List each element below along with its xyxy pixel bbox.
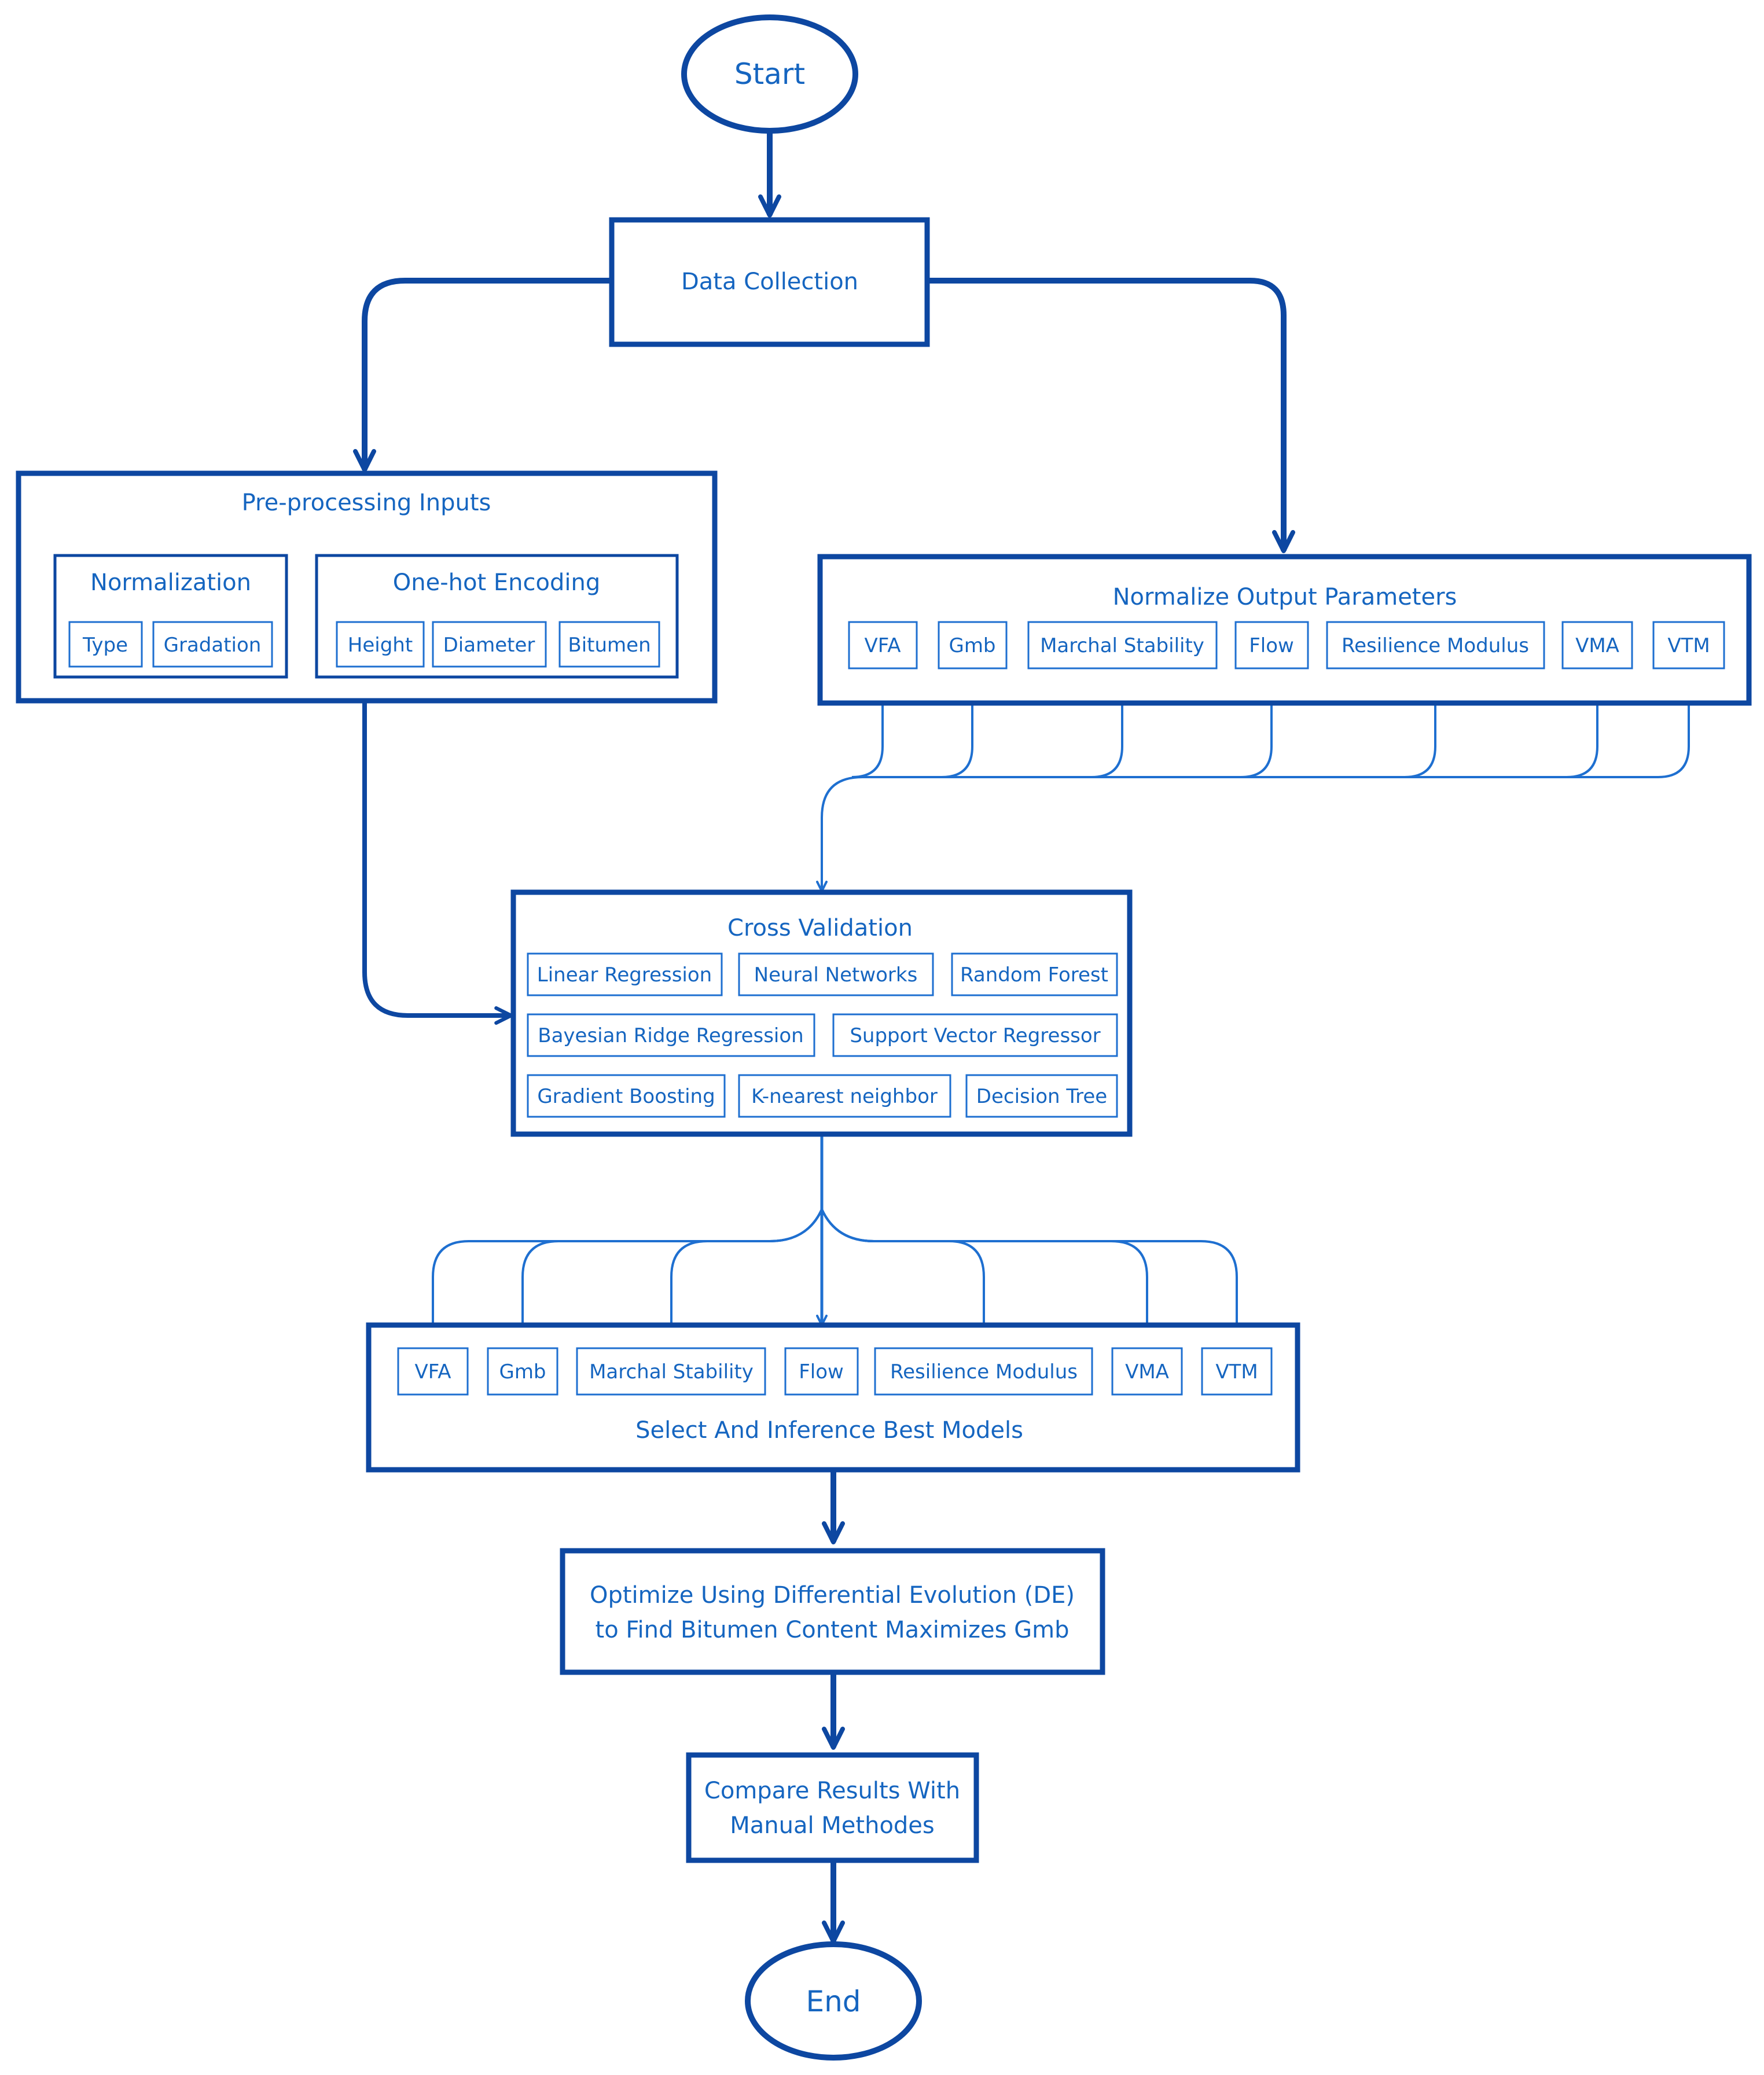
chip-diameter-label: Diameter [443, 634, 535, 657]
output-chip-marchal-stability-label: Marchal Stability [1040, 634, 1204, 657]
output-chip-vtm-label: VTM [1667, 634, 1710, 657]
best-chip-flow-label: Flow [799, 1360, 844, 1384]
select-best-box: VFA Gmb Marchal Stability Flow Resilienc… [366, 1322, 1300, 1473]
best-chip-gmb-label: Gmb [499, 1360, 546, 1384]
arrow-preprocessing-to-cross-validation [362, 703, 513, 1025]
output-chip-resilience-modulus-label: Resilience Modulus [1342, 634, 1529, 657]
model-chip-support-vector-regressor-label: Support Vector Regressor [850, 1024, 1100, 1047]
optimize-box: Optimize Using Differential Evolution (D… [560, 1548, 1105, 1675]
data-collection-box: Data Collection [609, 217, 930, 347]
start-node: Start [681, 14, 858, 134]
chip-height [336, 621, 425, 668]
model-chip-gradient-boosting-label: Gradient Boosting [537, 1085, 715, 1108]
chip-bitumen [558, 621, 660, 668]
model-chip-neural-networks [738, 952, 934, 996]
best-chip-vfa [397, 1347, 469, 1396]
model-chip-decision-tree-label: Decision Tree [976, 1085, 1107, 1108]
chip-type [68, 621, 143, 668]
output-merge-lines [816, 670, 1690, 892]
connectors [353, 133, 1690, 1944]
model-chip-gradient-boosting [527, 1074, 726, 1118]
best-chip-resilience-modulus-label: Resilience Modulus [890, 1360, 1078, 1384]
output-chip-flow-label: Flow [1249, 634, 1294, 657]
start-label: Start [734, 57, 805, 91]
normalization-title: Normalization [90, 569, 251, 596]
output-chip-vma [1561, 621, 1633, 669]
compare-line2: Manual Methodes [730, 1812, 935, 1839]
model-split-lines [427, 1134, 1243, 1342]
model-chip-random-forest-label: Random Forest [960, 963, 1108, 987]
model-chip-linear-regression [527, 952, 723, 996]
normalize-outputs-box: Normalize Output Parameters VFA Gmb Marc… [817, 554, 1752, 706]
best-chip-marchal-stability [576, 1347, 766, 1396]
model-chip-neural-networks-label: Neural Networks [754, 963, 918, 987]
output-chip-gmb-label: Gmb [949, 634, 995, 657]
one-hot-group: One-hot Encoding Height Diameter Bitumen [315, 554, 679, 679]
select-best-title: Select And Inference Best Models [635, 1417, 1023, 1444]
model-chip-random-forest [951, 952, 1118, 996]
best-chip-vtm [1201, 1347, 1273, 1396]
chip-type-label: Type [82, 634, 128, 657]
compare-line1: Compare Results With [704, 1778, 960, 1804]
arrow-data-collection-to-preprocessing [353, 278, 611, 472]
model-chip-linear-regression-label: Linear Regression [537, 963, 712, 987]
one-hot-title: One-hot Encoding [393, 569, 600, 596]
model-chip-bayesian-ridge [527, 1013, 815, 1057]
model-chip-bayesian-ridge-label: Bayesian Ridge Regression [538, 1024, 803, 1047]
output-chip-vfa [848, 621, 918, 669]
output-chip-vma-label: VMA [1575, 634, 1619, 657]
model-chip-support-vector-regressor [832, 1013, 1118, 1057]
end-label: End [806, 1985, 861, 2018]
end-node: End [745, 1941, 922, 2061]
optimize-line1: Optimize Using Differential Evolution (D… [590, 1582, 1075, 1609]
normalization-group: Normalization Type Gradation [53, 554, 288, 679]
chip-gradation-label: Gradation [164, 634, 262, 657]
model-chip-k-nearest-neighbor-label: K-nearest neighbor [751, 1085, 938, 1108]
arrow-data-collection-to-normalize-outputs [929, 278, 1295, 553]
data-collection-label: Data Collection [681, 268, 858, 295]
preprocessing-box: Pre-processing Inputs Normalization Type… [16, 470, 718, 704]
best-chip-vfa-label: VFA [415, 1360, 451, 1384]
output-chip-vtm [1652, 621, 1725, 669]
best-chip-resilience-modulus [874, 1347, 1093, 1396]
best-chip-marchal-stability-label: Marchal Stability [589, 1360, 754, 1384]
model-chip-k-nearest-neighbor [738, 1074, 951, 1118]
output-chip-marchal-stability [1027, 621, 1218, 669]
cross-validation-title: Cross Validation [727, 915, 913, 941]
best-chip-vma [1111, 1347, 1183, 1396]
output-chip-resilience-modulus [1326, 621, 1545, 669]
best-chip-vtm-label: VTM [1215, 1360, 1258, 1384]
model-chip-decision-tree [965, 1074, 1118, 1118]
optimize-line2: to Find Bitumen Content Maximizes Gmb [596, 1617, 1070, 1643]
output-chip-vfa-label: VFA [865, 634, 901, 657]
preprocessing-title: Pre-processing Inputs [242, 490, 491, 516]
output-chip-gmb [938, 621, 1008, 669]
chip-gradation [152, 621, 273, 668]
chip-diameter [432, 621, 547, 668]
compare-box: Compare Results With Manual Methodes [686, 1752, 979, 1863]
best-chip-gmb [487, 1347, 558, 1396]
chip-height-label: Height [348, 634, 413, 657]
chip-bitumen-label: Bitumen [568, 634, 651, 657]
normalize-outputs-title: Normalize Output Parameters [1113, 584, 1457, 610]
best-chip-vma-label: VMA [1125, 1360, 1169, 1384]
best-chip-flow [784, 1347, 859, 1396]
cross-validation-box: Cross Validation Linear Regression Neura… [510, 889, 1133, 1137]
output-chip-flow [1234, 621, 1309, 669]
